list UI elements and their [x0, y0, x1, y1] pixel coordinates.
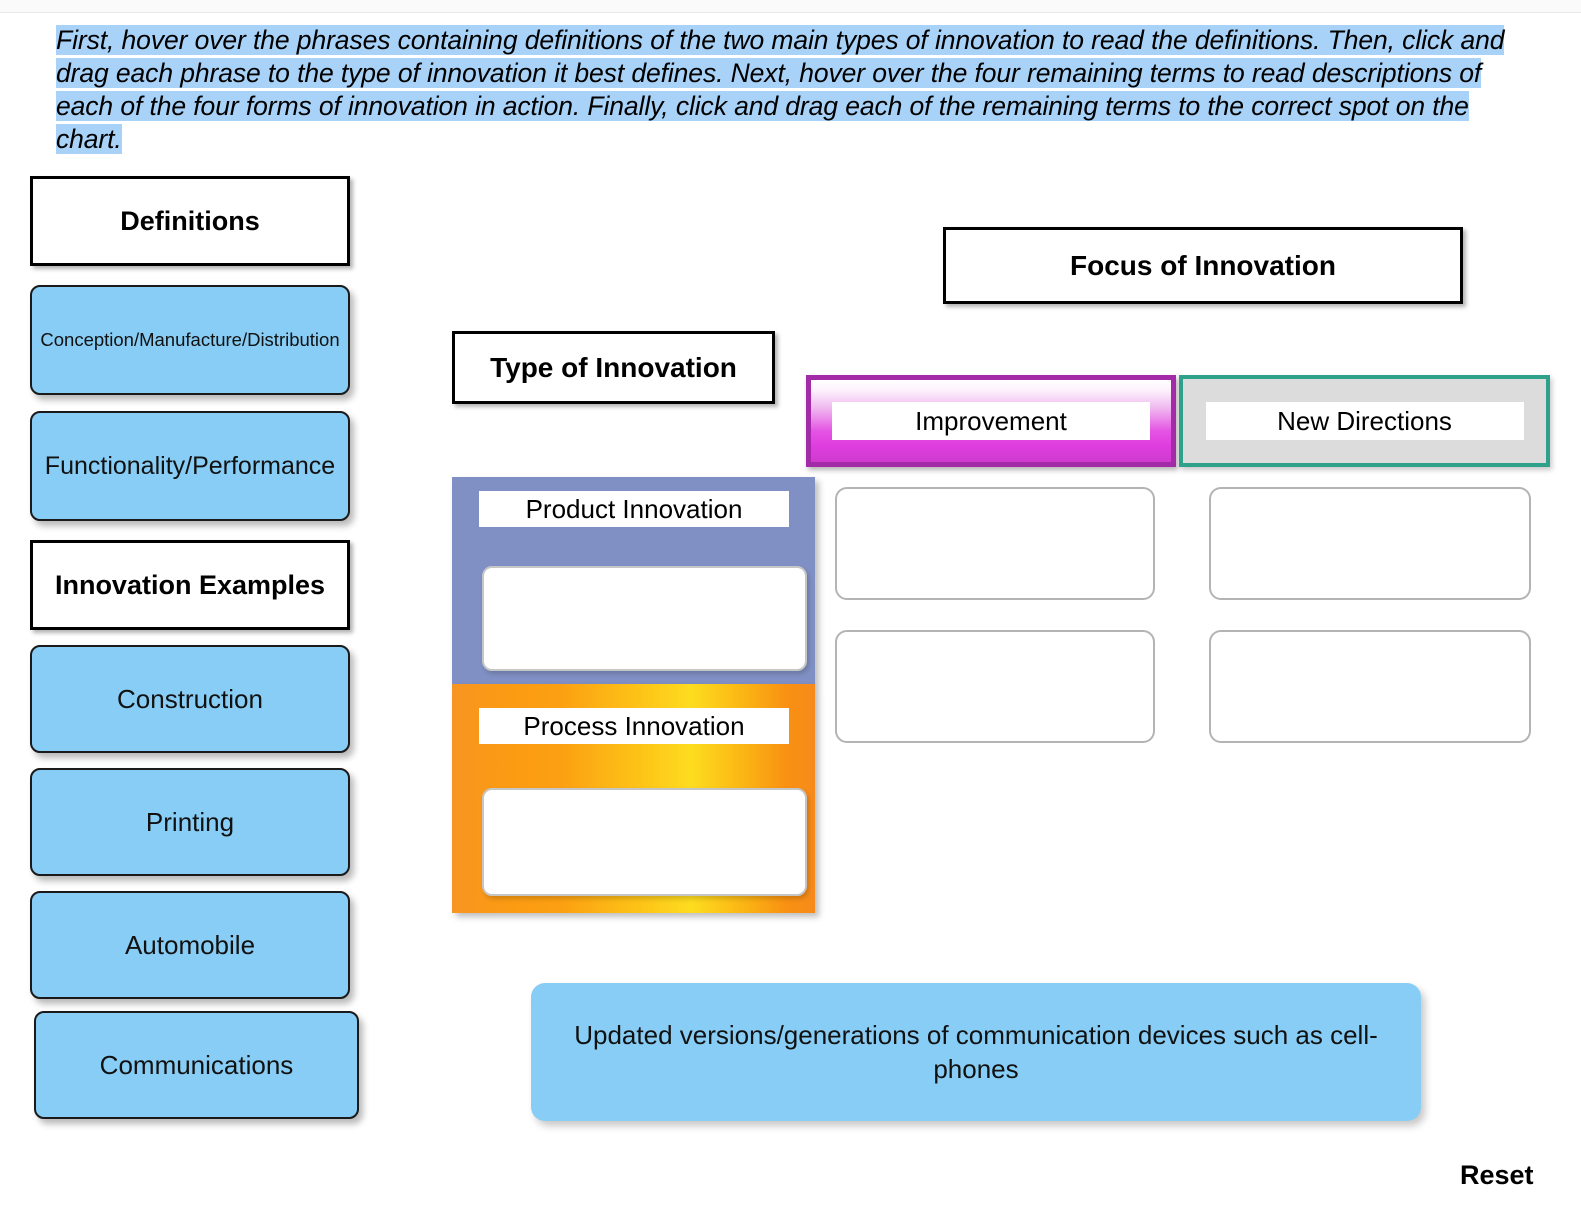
top-chrome-strip [0, 0, 1581, 13]
drop-zone-process-improvement[interactable] [835, 630, 1155, 743]
draggable-chip-communications[interactable]: Communications [34, 1011, 359, 1119]
row-label-process-innovation: Process Innovation [479, 708, 789, 744]
type-of-innovation-label: Type of Innovation [490, 351, 737, 383]
drop-zone-product-new-directions[interactable] [1209, 487, 1531, 600]
chip-label: Construction [117, 683, 263, 714]
reset-button[interactable]: Reset [1460, 1160, 1534, 1190]
row-drop-slot-product-innovation[interactable] [482, 566, 807, 671]
definitions-header: Definitions [30, 176, 350, 266]
draggable-chip-functionality[interactable]: Functionality/Performance [30, 411, 350, 521]
draggable-chip-automobile[interactable]: Automobile [30, 891, 350, 999]
chip-label: Functionality/Performance [44, 451, 336, 480]
focus-of-innovation-header: Focus of Innovation [943, 227, 1463, 304]
chip-label: Communications [99, 1049, 294, 1080]
row-label-product-innovation: Product Innovation [479, 491, 789, 527]
instructions-text: First, hover over the phrases containing… [56, 25, 1505, 154]
chip-label: Conception/Manufacture/Distribution [40, 329, 340, 350]
description-tooltip-text: Updated versions/generations of communic… [574, 1020, 1378, 1084]
chip-label: Automobile [124, 929, 256, 960]
row-band-process-innovation: Process Innovation [452, 684, 815, 913]
description-tooltip-panel: Updated versions/generations of communic… [531, 983, 1421, 1121]
draggable-chip-printing[interactable]: Printing [30, 768, 350, 876]
row-band-product-innovation: Product Innovation [452, 477, 815, 684]
instructions-block: First, hover over the phrases containing… [56, 24, 1526, 156]
draggable-chip-construction[interactable]: Construction [30, 645, 350, 753]
chip-label: Printing [145, 806, 235, 837]
definitions-header-label: Definitions [120, 205, 260, 236]
column-header-new-directions-label: New Directions [1205, 402, 1524, 440]
drop-zone-process-new-directions[interactable] [1209, 630, 1531, 743]
draggable-chip-conception[interactable]: Conception/Manufacture/Distribution [30, 285, 350, 395]
focus-of-innovation-label: Focus of Innovation [1070, 249, 1336, 281]
innovation-examples-header: Innovation Examples [30, 540, 350, 630]
column-header-improvement: Improvement [806, 375, 1176, 467]
column-header-improvement-label: Improvement [832, 402, 1150, 440]
row-drop-slot-process-innovation[interactable] [482, 788, 807, 896]
column-header-new-directions: New Directions [1179, 375, 1550, 467]
innovation-examples-header-label: Innovation Examples [54, 569, 326, 600]
type-of-innovation-header: Type of Innovation [452, 331, 775, 404]
drop-zone-product-improvement[interactable] [835, 487, 1155, 600]
